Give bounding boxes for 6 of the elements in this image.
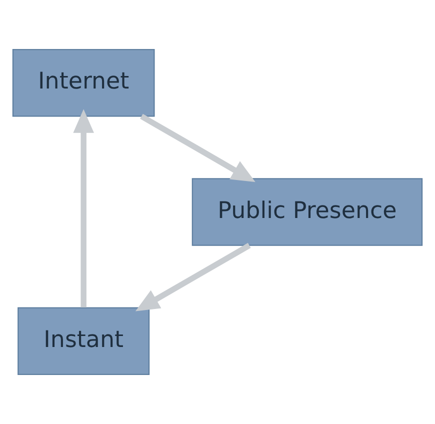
arrow <box>135 242 251 312</box>
node-box: Internet <box>12 49 155 117</box>
node-box: Public Presence <box>192 178 423 246</box>
node-box: Instant <box>18 307 150 375</box>
arrow <box>140 114 256 182</box>
arrow <box>73 109 94 308</box>
